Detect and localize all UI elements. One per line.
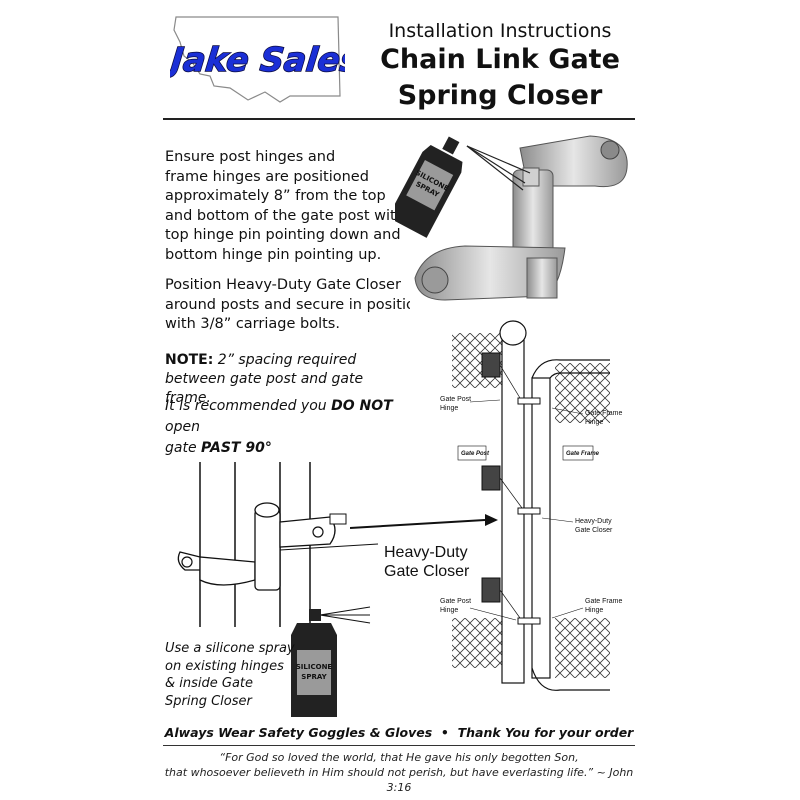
spray-label-1: SILICONE [296,663,333,671]
rec-text: It is recommended you [165,398,327,414]
logo-text: Jake Sales [170,40,345,79]
separator: • [440,725,449,740]
diagram-closer-label: Heavy-Duty [575,518,612,525]
para2-line: Position Heavy-Duty Gate Closer [165,277,401,293]
closer-label-line-2: Gate Closer [384,563,470,580]
gate-diagram: Gate Post Hinge Gate Frame Hinge Gate Po… [440,320,622,691]
instruction-paragraph-2: Position Heavy-Duty Gate Closer around p… [165,276,410,335]
silicone-note-line: Spring Closer [165,693,252,709]
bible-verse: “For God so loved the world, that He gav… [163,750,635,795]
silicone-note-line: & inside Gate [165,676,254,691]
footer-safety-line: Always Wear Safety Goggles & Gloves • Th… [163,725,635,740]
gate-post-hinge-label: Gate Post [440,396,471,403]
gate-post-tag: Gate Post [461,451,490,457]
diagram-closer-label: Gate Closer [575,527,613,534]
gate-frame-hinge-label: Hinge [585,419,603,426]
note-label: NOTE: [165,352,214,368]
title-line-1: Chain Link Gate [380,44,620,75]
subtitle: Installation Instructions [388,20,612,42]
para1-line: Ensure post hinges and [165,149,336,165]
spray-can-icon: SILICONE SPRAY [395,136,463,238]
gate-post-hinge-label: Hinge [440,405,458,412]
rec-text: open [165,419,200,435]
thanks-text: Thank You for your order [457,725,634,740]
para1-line: frame hinges are positioned [165,168,369,185]
note: NOTE: 2” spacing required between gate p… [165,351,395,408]
rec-text: gate [165,440,197,456]
montana-outline [173,16,341,103]
rec-emphasis: PAST 90° [201,440,272,456]
recommendation: It is recommended you DO NOT open gate P… [165,396,415,459]
verse-line-2: that whosoever believeth in Him should n… [164,766,634,794]
title-line-2: Spring Closer [397,80,603,111]
closer-label-line-1: Heavy-Duty [384,544,468,561]
safety-text: Always Wear Safety Goggles & Gloves [164,725,433,740]
silicone-note: Use a silicone spray on existing hinges … [165,640,305,710]
hinge-photo: SILICONE SPRAY [395,135,628,301]
note-line-1: 2” spacing required [217,352,357,368]
note-line-2: between gate post and gate frame. [165,371,364,406]
closer-drawing [177,462,379,627]
gate-post-hinge-label: Gate Post [440,598,471,605]
rec-emphasis: DO NOT [331,398,393,414]
para2-line: around posts and secure in position [165,296,410,313]
gate-frame-tag: Gate Frame [566,451,600,457]
gate-frame-hinge-label: Gate Frame [585,598,622,605]
logo: Jake Sales [170,16,345,103]
para1-line: bottom hinge pin pointing up. [165,246,382,263]
gate-frame-hinge-label: Gate Frame [585,410,622,417]
para1-line: and bottom of the gate post with [165,207,405,224]
silicone-note-line: Use a silicone spray [165,641,295,656]
para2-line: with 3/8” carriage bolts. [165,316,340,332]
spray-can-bottom-icon: SILICONE SPRAY [291,606,371,717]
heavy-duty-closer-label: Heavy-Duty Gate Closer [384,543,469,581]
footer-divider [163,745,635,746]
silicone-note-line: on existing hinges [165,658,284,674]
header-divider [163,118,635,120]
instruction-paragraph-1: Ensure post hinges and frame hinges are … [165,148,415,265]
verse-line-1: “For God so loved the world, that He gav… [219,751,579,764]
para1-line: approximately 8” from the top [165,188,386,204]
gate-post-hinge-label: Hinge [440,607,458,614]
spray-label-2: SPRAY [301,673,327,681]
para1-line: top hinge pin pointing down and [165,227,401,243]
arrow-icon [350,514,498,529]
gate-frame-hinge-label: Hinge [585,607,603,614]
